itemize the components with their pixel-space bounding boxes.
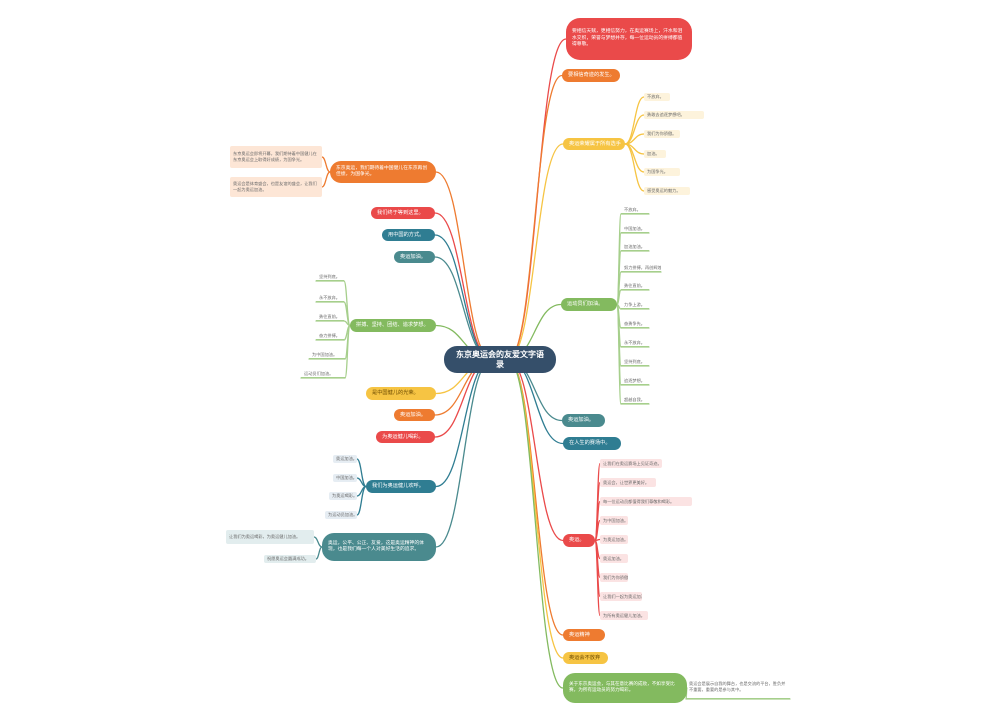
branch-topic[interactable]: 关于东京奥运会，与其在意比赛的成败，不如享受比赛，为所有运动员的努力喝彩。 (563, 673, 687, 703)
leaf-topic[interactable]: 勇往直前。 (621, 282, 649, 290)
leaf-topic[interactable]: 每一位运动员都值得我们尊敬和喝彩。 (600, 497, 692, 506)
leaf-topic[interactable]: 为中国加油。 (309, 351, 345, 359)
leaf-topic[interactable]: 奥运会是展示自我的舞台，也是交流的平台，胜负并不重要，重要的是参与其中。 (686, 675, 790, 699)
connector-line (344, 324, 351, 379)
connector-line (624, 96, 645, 145)
leaf-topic[interactable]: 为奥运喝彩。 (329, 492, 357, 500)
leaf-topic[interactable]: 奥运加油。 (600, 554, 628, 563)
connector-line (315, 546, 323, 560)
branch-topic[interactable]: 奥运，公平、公正、友爱，这是奥运精神的体现，也是我们每一个人对美好生活的追求。 (322, 533, 436, 561)
connector-line (434, 212, 493, 361)
connector-line (507, 358, 564, 689)
leaf-topic[interactable]: 奋力拼搏。 (316, 332, 344, 340)
connector-line (435, 171, 493, 361)
leaf-topic[interactable]: 为国争光。 (644, 168, 680, 176)
leaf-topic[interactable]: 加油。 (644, 150, 666, 158)
branch-topic[interactable]: 奥运加油。 (394, 251, 435, 263)
leaf-topic[interactable]: 勇敢去追逐梦想吧。 (644, 111, 704, 119)
branch-topic[interactable]: 奥运荣耀属于所有选手 (563, 138, 625, 150)
leaf-topic[interactable]: 奥运会，让世界更美好。 (600, 478, 656, 487)
branch-topic[interactable]: 奥运加油。 (394, 409, 435, 421)
leaf-topic[interactable]: 加油加油。 (621, 243, 649, 251)
leaf-topic[interactable]: 为运动员加油。 (325, 511, 357, 519)
leaf-topic[interactable]: 不放弃。 (644, 93, 670, 101)
connector-line (434, 256, 493, 361)
branch-topic[interactable]: 奥运加油。 (562, 414, 605, 427)
branch-topic[interactable]: 我们为奥运健儿欢呼。 (366, 480, 436, 493)
branch-topic[interactable]: 奥运。 (563, 534, 595, 547)
connector-line (624, 143, 645, 192)
leaf-topic[interactable]: 祝愿奥运会圆满成功。 (264, 555, 316, 563)
connector-line (313, 536, 323, 548)
branch-topic[interactable]: 运动员们加油。 (561, 298, 617, 311)
branch-topic[interactable]: 在人生的赛场中。 (563, 437, 621, 450)
connector-line (434, 234, 493, 361)
branch-topic[interactable]: 我们终于等到这里。 (371, 207, 435, 219)
leaf-topic[interactable]: 追逐梦想。 (621, 377, 649, 385)
branch-topic[interactable]: 拼搏、坚持、团结、追求梦想。 (350, 319, 436, 332)
branch-topic[interactable]: 要相信奇迹的发生。 (562, 69, 620, 82)
leaf-topic[interactable]: 我们为你骄傲。 (644, 130, 680, 138)
connector-line (507, 358, 564, 659)
leaf-topic[interactable]: 坚持到底。 (621, 358, 649, 366)
branch-topic[interactable]: 要相信天赋，更相信努力，在奥运赛场上，汗水和泪水交织，荣誉与梦想并存，每一位运动… (566, 18, 692, 60)
branch-topic[interactable]: 为奥运健儿喝彩。 (376, 431, 435, 443)
branch-topic[interactable]: 奥运精神 (563, 629, 605, 641)
leaf-topic[interactable]: 为奥运加油。 (600, 535, 628, 544)
branch-topic[interactable]: 是中国健儿的光荣。 (366, 387, 436, 400)
connector-line (594, 539, 601, 617)
leaf-topic[interactable]: 奋勇争先。 (621, 320, 649, 328)
branch-topic[interactable]: 东京奥运，我们期待着中国健儿在东京再创佳绩，为国争光。 (330, 161, 436, 183)
leaf-topic[interactable]: 永不放弃。 (621, 339, 649, 347)
connector-line (321, 171, 331, 188)
leaf-topic[interactable]: 努力拼搏，再创辉煌。 (621, 264, 661, 272)
leaf-topic[interactable]: 中国加油。 (333, 474, 357, 482)
branch-topic[interactable]: 用中国的方式。 (382, 229, 435, 241)
leaf-topic[interactable]: 让我们为奥运喝彩，为奥运健儿加油。 (226, 530, 314, 544)
leaf-topic[interactable]: 东京奥运会即将开幕，我们期待着中国健儿在东京奥运会上取得好成绩，为国争光。 (230, 146, 322, 168)
leaf-topic[interactable]: 让我们一起为奥运加油。 (600, 592, 642, 601)
connector-line (507, 74, 563, 361)
connector-line (321, 156, 331, 173)
connector-line (507, 143, 564, 361)
connector-line (616, 303, 622, 405)
leaf-topic[interactable]: 奥运会是体育盛会，也是友谊的盛会，让我们一起为奥运加油。 (230, 177, 322, 197)
leaf-topic[interactable]: 永不放弃。 (316, 294, 344, 302)
connector-line (435, 358, 493, 488)
leaf-topic[interactable]: 运动员们加油。 (301, 370, 345, 378)
leaf-topic[interactable]: 让我们在奥运赛场上见证奇迹。 (600, 459, 662, 468)
connector-line (356, 485, 367, 516)
leaf-topic[interactable]: 勇往直前。 (316, 313, 344, 321)
leaf-topic[interactable]: 超越自我。 (621, 396, 649, 404)
branch-topic[interactable]: 奥运会不放弃 (563, 652, 608, 664)
leaf-topic[interactable]: 奥运加油。 (333, 455, 357, 463)
leaf-topic[interactable]: 我们为你骄傲。 (600, 573, 628, 582)
leaf-topic[interactable]: 为中国加油。 (600, 516, 628, 525)
leaf-topic[interactable]: 中国加油。 (621, 225, 649, 233)
leaf-topic[interactable]: 不放弃。 (621, 206, 649, 214)
root-topic[interactable]: 东京奥运会的友爱文字语录 (444, 346, 556, 373)
leaf-topic[interactable]: 力争上游。 (621, 301, 649, 309)
leaf-topic[interactable]: 坚持到底。 (316, 273, 344, 281)
leaf-topic[interactable]: 感受奥运的魅力。 (644, 187, 690, 195)
leaf-topic[interactable]: 为所有奥运健儿加油。 (600, 611, 648, 620)
